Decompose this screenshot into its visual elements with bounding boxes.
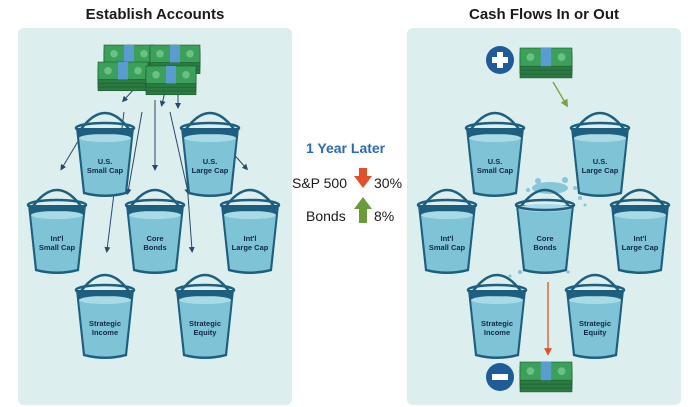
right-panel-title: Cash Flows In or Out <box>468 6 619 23</box>
right-bucket-us-small-cap-label-line2: Small Cap <box>477 166 514 175</box>
right-bucket-core-bonds-label-line2: Bonds <box>533 243 556 252</box>
left-bucket-intl-small-cap-label-line1: Int'l <box>50 234 63 243</box>
right-bucket-us-large-cap: U.S.Large Cap <box>569 111 631 197</box>
left-panel-title: Establish Accounts <box>85 6 225 23</box>
right-bucket-core-bonds-label-line1: Core <box>536 234 553 243</box>
right-bucket-strategic-income-label-line1: Strategic <box>481 319 513 328</box>
left-bucket-us-small-cap-label-line1: U.S. <box>98 157 113 166</box>
money-stack-icon <box>97 44 201 96</box>
right-bucket-intl-small-cap-label-line2: Small Cap <box>429 243 466 252</box>
right-bucket-strategic-equity-label-line1: Strategic <box>579 319 611 328</box>
left-bucket-intl-large-cap-label-line2: Large Cap <box>232 243 269 252</box>
right-bucket-strategic-income-label-line2: Income <box>484 328 510 337</box>
right-bucket-us-large-cap-label-line2: Large Cap <box>582 166 619 175</box>
inflow-money-icon <box>519 47 573 79</box>
right-bucket-intl-small-cap-label-line1: Int'l <box>440 234 453 243</box>
right-bucket-us-small-cap: U.S.Small Cap <box>464 111 526 197</box>
sp500-value: 30% <box>374 175 403 191</box>
right-bucket-strategic-equity-label-line2: Equity <box>584 328 608 337</box>
left-bucket-us-small-cap-label-line2: Small Cap <box>87 166 124 175</box>
sp500-label: S&P 500 <box>292 175 348 191</box>
bonds-label: Bonds <box>306 208 346 224</box>
outflow-money-icon <box>519 361 573 393</box>
left-bucket-core-bonds-label-line1: Core <box>146 234 163 243</box>
right-bucket-us-large-cap-label-line1: U.S. <box>593 157 608 166</box>
left-bucket-core-bonds-label-line2: Bonds <box>143 243 166 252</box>
left-bucket-us-large-cap-label-line1: U.S. <box>203 157 218 166</box>
plus-circle-icon <box>486 46 514 74</box>
left-bucket-strategic-income-label-line1: Strategic <box>89 319 121 328</box>
inflow-arrow <box>552 81 568 108</box>
left-bucket-intl-large-cap-label-line1: Int'l <box>243 234 256 243</box>
left-bucket-intl-small-cap-label-line2: Small Cap <box>39 243 76 252</box>
minus-circle-icon <box>486 363 514 391</box>
right-bucket-intl-large-cap-label-line2: Large Cap <box>622 243 659 252</box>
left-bucket-us-small-cap: U.S.Small Cap <box>74 111 136 197</box>
one-year-later-heading: 1 Year Later <box>306 140 386 156</box>
left-bucket-us-large-cap-label-line2: Large Cap <box>192 166 229 175</box>
left-bucket-us-large-cap: U.S.Large Cap <box>179 111 241 197</box>
left-bucket-strategic-income-label-line2: Income <box>92 328 118 337</box>
right-bucket-us-small-cap-label-line1: U.S. <box>488 157 503 166</box>
left-bucket-strategic-equity-label-line1: Strategic <box>189 319 221 328</box>
bonds-value: 8% <box>374 208 395 224</box>
right-bucket-intl-large-cap-label-line1: Int'l <box>633 234 646 243</box>
left-bucket-strategic-equity-label-line2: Equity <box>194 328 218 337</box>
